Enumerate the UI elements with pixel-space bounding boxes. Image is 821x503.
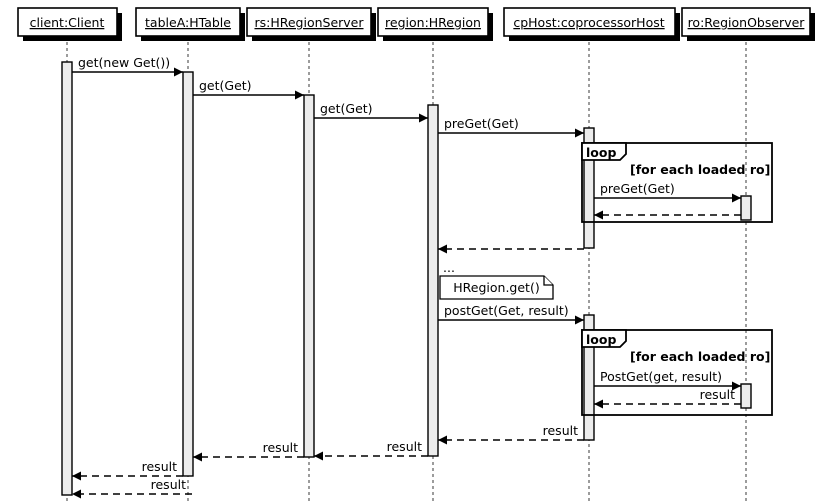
message-label: get(new Get()) [78, 55, 170, 70]
participant-box [17, 7, 118, 37]
message-m1: get(new Get()) [72, 55, 183, 77]
fragment-guard: [for each loaded ro] [630, 162, 770, 177]
message-m16: result [72, 477, 192, 499]
arrow-head [575, 128, 584, 138]
message-label: result [263, 440, 298, 455]
message-label: get(Get) [199, 78, 252, 93]
message-m2: get(Get) [193, 78, 304, 100]
participant-box [503, 7, 676, 37]
fragment-operator: loop [586, 332, 616, 347]
participant-box [681, 7, 811, 37]
act-rs [303, 94, 315, 458]
message-label: result [543, 423, 578, 438]
message-m9: postGet(Get, result) [438, 303, 584, 325]
arrow-head [575, 315, 584, 325]
participant-box [246, 7, 372, 37]
message-m4: preGet(Get) [438, 116, 584, 138]
note-body [439, 275, 554, 300]
participant-cpHost[interactable]: cpHost:coprocessorHost [503, 7, 680, 41]
participant-region[interactable]: region:HRegion [377, 7, 493, 41]
arrow-head [732, 381, 741, 391]
arrow-head [438, 244, 447, 254]
participant-ro[interactable]: ro:RegionObserver [681, 7, 815, 41]
message-label: ... [443, 260, 455, 275]
message-m8: ... [443, 260, 455, 275]
act-cp-1 [583, 127, 595, 249]
message-label: result [387, 439, 422, 454]
arrow-head [72, 489, 81, 499]
participant-box [377, 7, 489, 37]
participant-label: client:Client [30, 15, 105, 30]
participant-client[interactable]: client:Client [17, 7, 122, 41]
message-m3: get(Get) [314, 101, 428, 123]
arrow-head [295, 90, 304, 100]
arrow-head [193, 452, 202, 462]
participant-label: cpHost:coprocessorHost [513, 15, 664, 30]
arrow-head [314, 451, 323, 461]
message-label: result [151, 477, 186, 492]
act-client [61, 61, 73, 496]
arrow-head [594, 399, 603, 409]
message-m7 [438, 244, 584, 254]
participant-label: ro:RegionObserver [688, 15, 806, 30]
act-cp-2 [583, 314, 595, 441]
participant-box [135, 7, 241, 37]
participant-label: tableA:HTable [145, 15, 231, 30]
note-text: HRegion.get() [453, 280, 539, 295]
fragment-label-tab [581, 329, 627, 348]
fragment-guard: [for each loaded ro] [630, 349, 770, 364]
arrow-head [174, 67, 183, 77]
message-m12: result [438, 423, 584, 445]
arrow-head [438, 435, 447, 445]
message-label: get(Get) [320, 101, 373, 116]
fragment-loop2: loop [for each loaded ro] [581, 329, 773, 416]
message-m15: result [72, 459, 183, 481]
note-note1: HRegion.get() [439, 275, 554, 300]
act-region [427, 104, 439, 457]
note-fold-corner [543, 276, 553, 286]
message-m10: PostGet(get, result) [594, 369, 741, 391]
arrow-head [72, 471, 81, 481]
message-m14: result [193, 440, 304, 462]
message-label: preGet(Get) [600, 181, 675, 196]
act-ro-1 [740, 195, 752, 221]
participant-tableA[interactable]: tableA:HTable [135, 7, 245, 41]
message-label: result [700, 387, 735, 402]
arrow-head [419, 113, 428, 123]
fragment-operator: loop [586, 145, 616, 160]
message-label: preGet(Get) [444, 116, 519, 131]
act-ro-2 [740, 383, 752, 409]
participant-label: rs:HRegionServer [254, 15, 364, 30]
message-label: postGet(Get, result) [444, 303, 569, 318]
message-m11: result [594, 387, 741, 409]
fragment-border [581, 329, 773, 416]
arrow-head [732, 193, 741, 203]
fragment-label-tab [581, 142, 627, 161]
message-label: PostGet(get, result) [600, 369, 722, 384]
fragment-loop1: loop [for each loaded ro] [581, 142, 773, 223]
participant-label: region:HRegion [385, 15, 481, 30]
act-tableA [182, 71, 194, 477]
participant-rs[interactable]: rs:HRegionServer [246, 7, 376, 41]
message-m6 [594, 210, 741, 220]
message-m5: preGet(Get) [594, 181, 741, 203]
fragment-border [581, 142, 773, 223]
arrow-head [594, 210, 603, 220]
message-label: result [142, 459, 177, 474]
message-m13: result [314, 439, 428, 461]
